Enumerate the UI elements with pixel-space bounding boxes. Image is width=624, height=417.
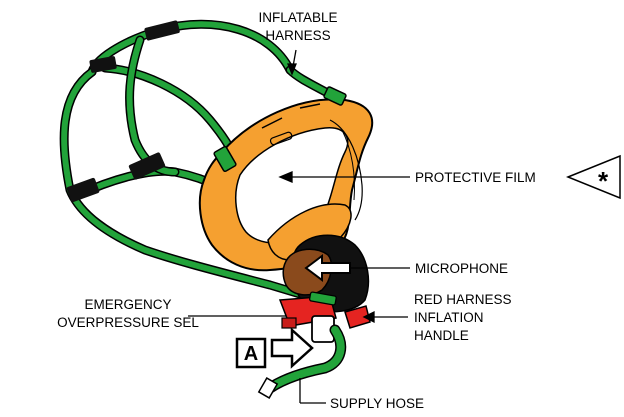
strap-pad-lower <box>66 177 100 203</box>
visor-lens <box>329 119 363 221</box>
hose-end-fitting <box>257 377 279 399</box>
strap-pad-left <box>89 56 117 73</box>
label-inflatable-harness-line2: HARNESS <box>265 28 330 43</box>
note-asterisk: * <box>598 166 609 196</box>
label-red-harness-line2: INFLATION <box>414 310 484 325</box>
view-a-arrow <box>270 327 314 369</box>
microphone-arrow <box>304 254 351 282</box>
view-a-box <box>235 337 267 369</box>
leader-lines <box>188 49 410 404</box>
label-protective-film: PROTECTIVE FILM <box>415 170 536 185</box>
strap-pad-middle <box>128 152 166 180</box>
label-emergency-line1: EMERGENCY <box>84 297 171 312</box>
label-red-harness-line3: HANDLE <box>414 328 469 343</box>
label-red-harness-line1: RED HARNESS <box>414 292 512 307</box>
label-microphone: MICROPHONE <box>415 261 508 276</box>
red-harness-inflation-handle <box>344 305 371 329</box>
harness-strap-inner <box>100 63 237 157</box>
label-inflatable-harness-line1: INFLATABLE <box>258 10 337 25</box>
supply-hose <box>257 324 347 399</box>
strap-pad-top <box>144 20 180 41</box>
label-emergency-line2: OVERPRESSURE SEL <box>57 315 199 330</box>
harness-buckle-left <box>213 145 237 173</box>
strap-pads <box>66 20 180 203</box>
note-triangle <box>565 154 621 200</box>
mask-body <box>198 86 374 272</box>
regulator-assembly <box>278 234 371 343</box>
harness-straps <box>59 19 345 305</box>
harness-buckle-top <box>323 86 347 106</box>
label-supply-hose: SUPPLY HOSE <box>330 396 424 411</box>
view-a-letter: A <box>244 343 258 365</box>
